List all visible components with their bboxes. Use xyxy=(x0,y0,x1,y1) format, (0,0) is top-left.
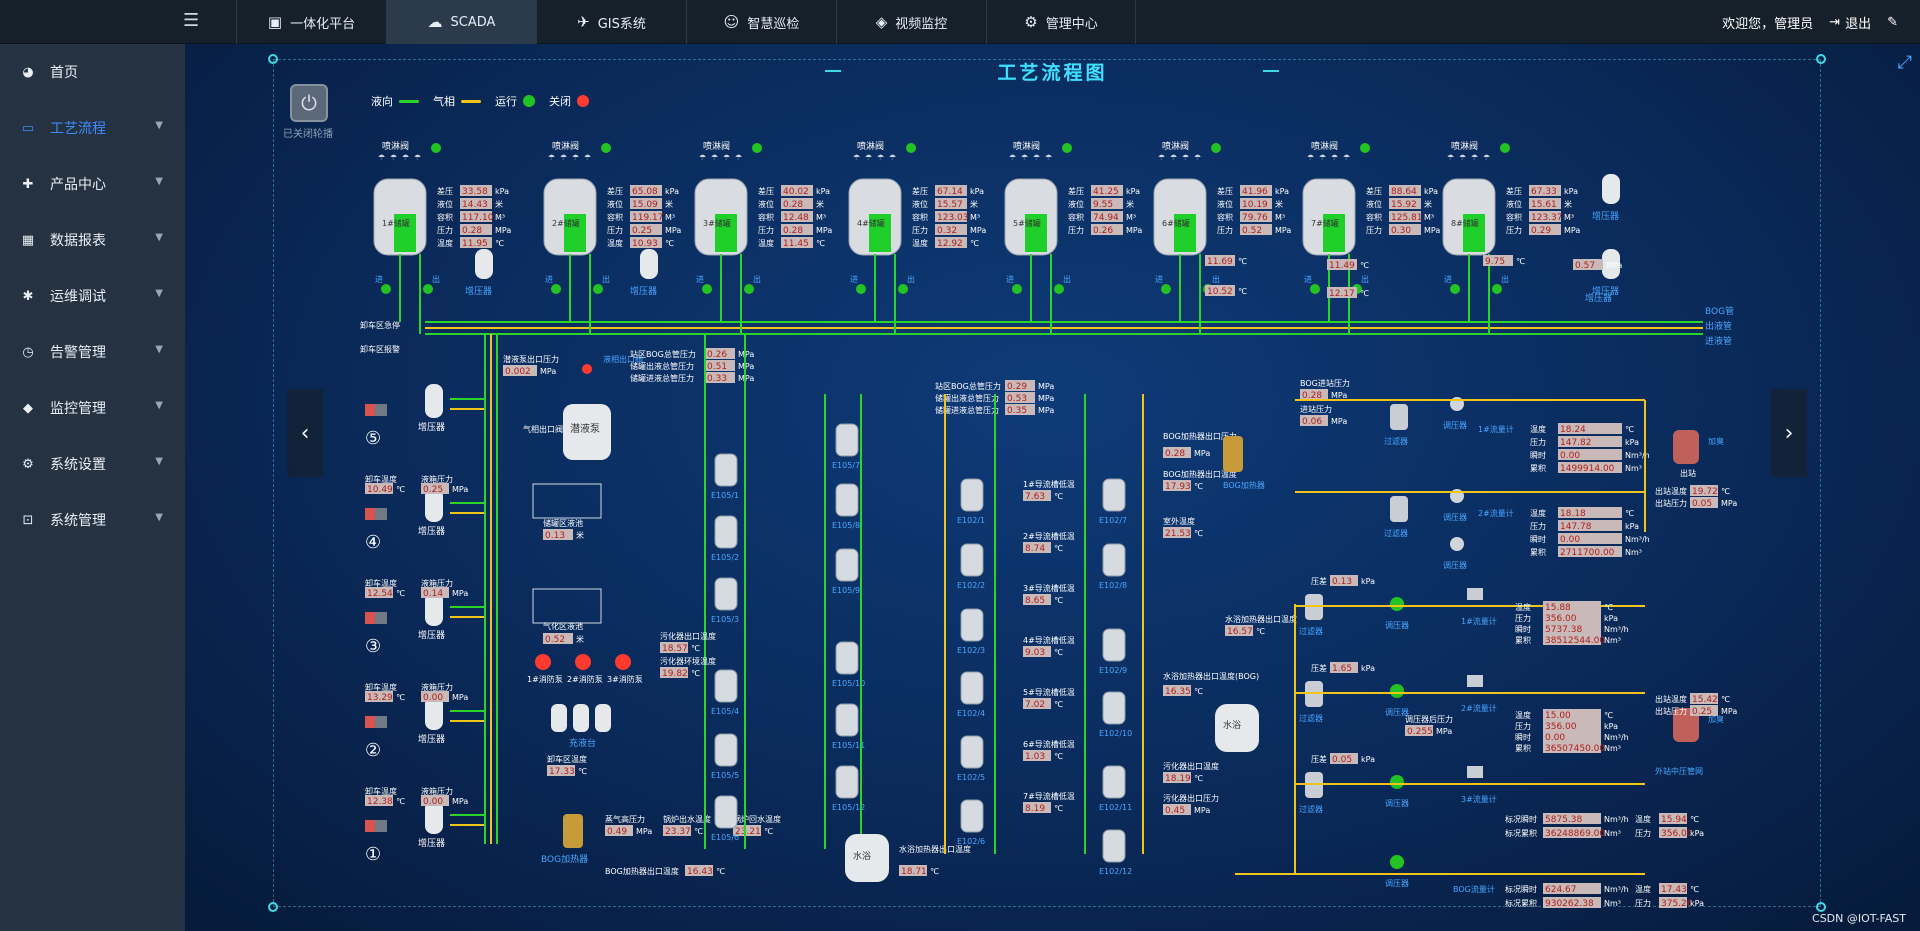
legend-gas: 气相 xyxy=(433,93,481,109)
tab-scada[interactable]: ☁ SCADA xyxy=(386,0,536,44)
dashboard-icon: ◕ xyxy=(22,64,34,80)
scada-canvas: 工艺流程图 ⏻ 已关闭轮播 液向 气相 运行 关闭 ⤢ ‹ › BOG管出液管进… xyxy=(185,44,1920,931)
sidebar-item-label: 告警管理 xyxy=(50,345,106,361)
legend-liquid: 液向 xyxy=(371,93,419,109)
paper-plane-icon: ✈ xyxy=(577,13,590,31)
legend-running: 运行 xyxy=(495,93,535,109)
page-title: 工艺流程图 xyxy=(997,62,1108,84)
sidebar-item-system-settings[interactable]: ⚙ 系统设置 ▼ xyxy=(0,436,185,492)
sidebar-item-system-admin[interactable]: ⊡ 系统管理 ▼ xyxy=(0,492,185,548)
cloud-icon: ☁ xyxy=(427,13,443,31)
title-decoration xyxy=(1263,70,1279,72)
legend-label: 液向 xyxy=(371,95,393,108)
gas-line-swatch xyxy=(461,99,481,103)
user-area: 欢迎您，管理员 ⇥退出 ✎ xyxy=(1722,0,1920,44)
chevron-down-icon: ▼ xyxy=(155,120,163,131)
tab-label: 视频监控 xyxy=(895,16,948,32)
sidebar-item-label: 工艺流程 xyxy=(50,121,106,137)
tab-inspection[interactable]: ☺ 智慧巡检 xyxy=(686,0,836,44)
settings-icon: ⊡ xyxy=(22,512,34,528)
tab-label: 管理中心 xyxy=(1045,16,1098,32)
chevron-down-icon: ▼ xyxy=(155,344,163,355)
next-arrow-button[interactable]: › xyxy=(1771,389,1807,477)
sidebar-item-alarms[interactable]: ◷ 告警管理 ▼ xyxy=(0,324,185,380)
sidebar-item-label: 系统管理 xyxy=(50,513,106,529)
power-label: 已关闭轮播 xyxy=(283,129,333,140)
tab-label: SCADA xyxy=(450,14,496,30)
liquid-line-swatch xyxy=(399,99,419,103)
report-icon: ▦ xyxy=(21,232,35,248)
legend-closed: 关闭 xyxy=(549,93,589,109)
power-icon: ⏻ xyxy=(301,91,317,115)
sidebar-item-home[interactable]: ◕ 首页 xyxy=(0,44,185,100)
chevron-down-icon: ▼ xyxy=(155,400,163,411)
logout-button[interactable]: ⇥退出 xyxy=(1829,13,1871,32)
tab-label: GIS系统 xyxy=(597,16,646,32)
legend: 液向 气相 运行 关闭 xyxy=(371,93,589,109)
diagram-frame xyxy=(273,59,1821,907)
chevron-down-icon: ▼ xyxy=(155,456,163,467)
closed-dot-icon xyxy=(577,95,589,107)
chevron-down-icon: ▼ xyxy=(155,232,163,243)
tab-label: 一体化平台 xyxy=(290,16,356,32)
logout-label: 退出 xyxy=(1845,16,1872,32)
product-icon: ✚ xyxy=(22,176,34,192)
running-dot-icon xyxy=(523,95,535,107)
sidebar-item-label: 系统设置 xyxy=(50,457,106,473)
chevron-down-icon: ▼ xyxy=(155,176,163,187)
sidebar-item-products[interactable]: ✚ 产品中心 ▼ xyxy=(0,156,185,212)
sidebar-item-label: 首页 xyxy=(50,65,78,81)
user-icon: ☺ xyxy=(723,13,740,31)
sidebar-item-process[interactable]: ▭ 工艺流程 ▼ xyxy=(0,100,185,156)
camera-icon: ◆ xyxy=(23,400,33,416)
chevron-right-icon: › xyxy=(1784,420,1794,446)
tab-management[interactable]: ⚙ 管理中心 xyxy=(986,0,1136,44)
prev-arrow-button[interactable]: ‹ xyxy=(287,389,323,477)
top-bar: ☰ ▣ 一体化平台 ☁ SCADA ✈ GIS系统 ☺ 智慧巡检 ◈ 视频监控 ⚙ 管理中心… xyxy=(0,0,1920,44)
title-decoration xyxy=(825,70,841,72)
legend-label: 关闭 xyxy=(549,95,571,108)
sidebar-item-monitoring[interactable]: ◆ 监控管理 ▼ xyxy=(0,380,185,436)
tab-gis[interactable]: ✈ GIS系统 xyxy=(536,0,686,44)
camera-icon: ◈ xyxy=(875,13,888,31)
frame-corner xyxy=(268,54,278,64)
frame-corner xyxy=(1816,54,1826,64)
legend-label: 运行 xyxy=(495,95,517,108)
sidebar-item-label: 数据报表 xyxy=(50,233,106,249)
sidebar-item-ops[interactable]: ✱ 运维调试 ▼ xyxy=(0,268,185,324)
chevron-left-icon: ‹ xyxy=(300,420,310,446)
monitor-icon: ▭ xyxy=(21,120,35,136)
sidebar-item-reports[interactable]: ▦ 数据报表 ▼ xyxy=(0,212,185,268)
legend-label: 气相 xyxy=(433,95,455,108)
sidebar: ◕ 首页 ▭ 工艺流程 ▼ ✚ 产品中心 ▼ ▦ 数据报表 ▼ ✱ 运维调试 ▼ ◷ 告警管理 ▼ ◆… xyxy=(0,44,185,931)
tab-label: 智慧巡检 xyxy=(747,16,800,32)
edit-icon[interactable]: ✎ xyxy=(1887,14,1898,30)
clock-icon: ◷ xyxy=(22,344,34,360)
sidebar-item-label: 监控管理 xyxy=(50,401,106,417)
chevron-down-icon: ▼ xyxy=(155,512,163,523)
frame-corner xyxy=(268,902,278,912)
sidebar-item-label: 产品中心 xyxy=(50,177,106,193)
menu-fold-icon[interactable]: ☰ xyxy=(183,10,200,31)
nav-tabs: ▣ 一体化平台 ☁ SCADA ✈ GIS系统 ☺ 智慧巡检 ◈ 视频监控 ⚙ 管理中心 xyxy=(236,0,1136,44)
gear-icon: ⚙ xyxy=(22,456,34,472)
power-button[interactable]: ⏻ xyxy=(290,84,328,122)
frame-corner xyxy=(1816,902,1826,912)
dashboard-icon: ▣ xyxy=(267,13,283,31)
sidebar-item-label: 运维调试 xyxy=(50,289,106,305)
welcome-text: 欢迎您，管理员 xyxy=(1722,16,1814,32)
chevron-down-icon: ▼ xyxy=(155,288,163,299)
gear-icon: ⚙ xyxy=(1024,13,1038,31)
watermark: CSDN @IOT-FAST xyxy=(1812,912,1906,925)
fullscreen-icon[interactable]: ⤢ xyxy=(1897,52,1912,73)
tab-platform[interactable]: ▣ 一体化平台 xyxy=(236,0,386,44)
logout-icon: ⇥ xyxy=(1829,14,1841,30)
tab-video[interactable]: ◈ 视频监控 xyxy=(836,0,986,44)
bug-icon: ✱ xyxy=(22,288,34,304)
